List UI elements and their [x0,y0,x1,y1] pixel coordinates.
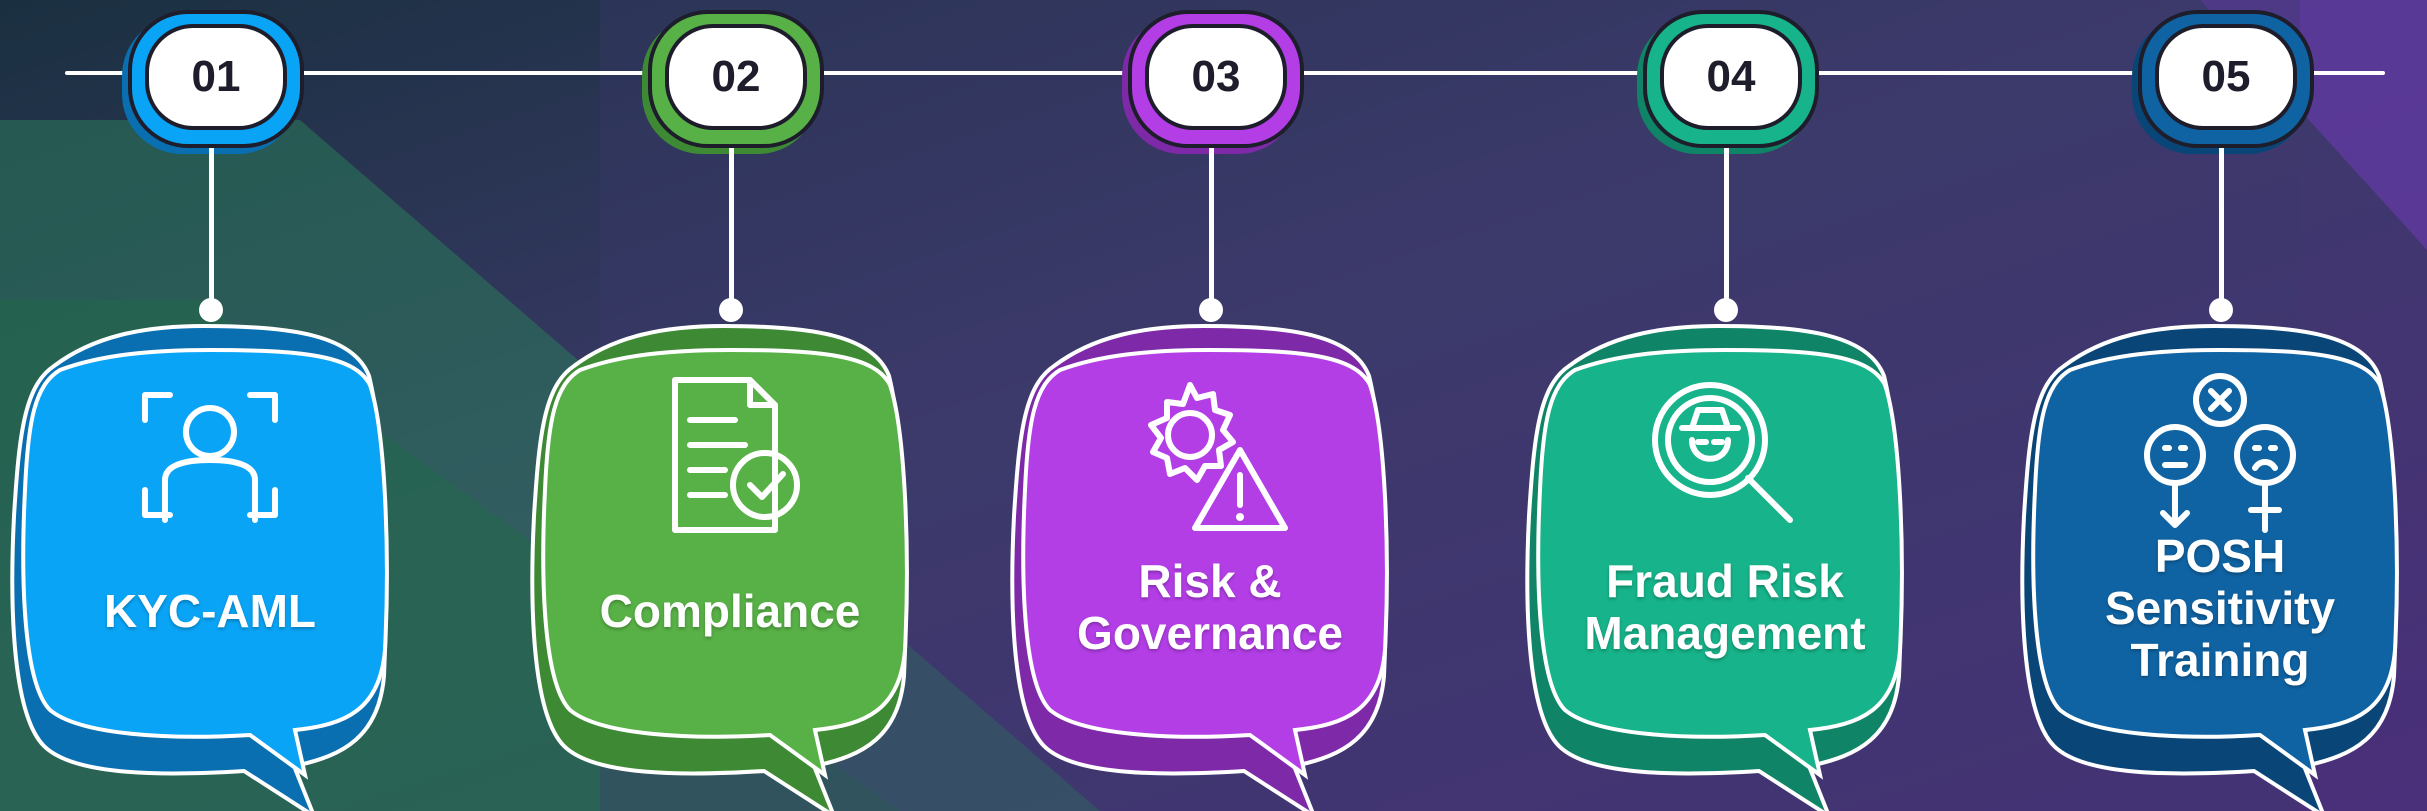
step-number-badge: 03 [1145,24,1287,130]
connector-line [2219,148,2224,308]
step-number-badge: 05 [2155,24,2297,130]
step-label: Fraud Risk Management [1584,555,1866,659]
gender-faces-icon [2135,370,2305,540]
step-card: KYC-AML [0,290,420,811]
gear-warning-icon [1125,370,1295,540]
step-label: Risk & Governance [1077,555,1343,659]
connector-dot [1199,298,1223,322]
step-card: Fraud Risk Management [1515,290,1935,811]
step-label: KYC-AML [103,585,317,637]
step-02: 02 Compliance [520,0,940,811]
connector-line [209,148,214,308]
connector-dot [719,298,743,322]
step-number-badge: 04 [1660,24,1802,130]
step-04: 04 Fraud Risk Management [1515,0,1935,811]
connector-dot [199,298,223,322]
connector-line [1209,148,1214,308]
connector-dot [2209,298,2233,322]
fraud-search-icon [1640,370,1810,540]
step-card: POSH Sensitivity Training [2010,290,2427,811]
connector-line [1724,148,1729,308]
document-check-icon [645,370,815,540]
step-number-badge: 01 [145,24,287,130]
step-01: 01 KYC-AML [0,0,420,811]
step-card: Risk & Governance [1000,290,1420,811]
step-label: POSH Sensitivity Training [2104,530,2336,686]
step-03: 03 Risk & Governance [1000,0,1420,811]
face-scan-icon [125,370,295,540]
step-card: Compliance [520,290,940,811]
connector-line [729,148,734,308]
connector-dot [1714,298,1738,322]
step-label: Compliance [599,585,861,637]
step-number-badge: 02 [665,24,807,130]
step-05: 05 POSH Sensitivity Training [2010,0,2427,811]
